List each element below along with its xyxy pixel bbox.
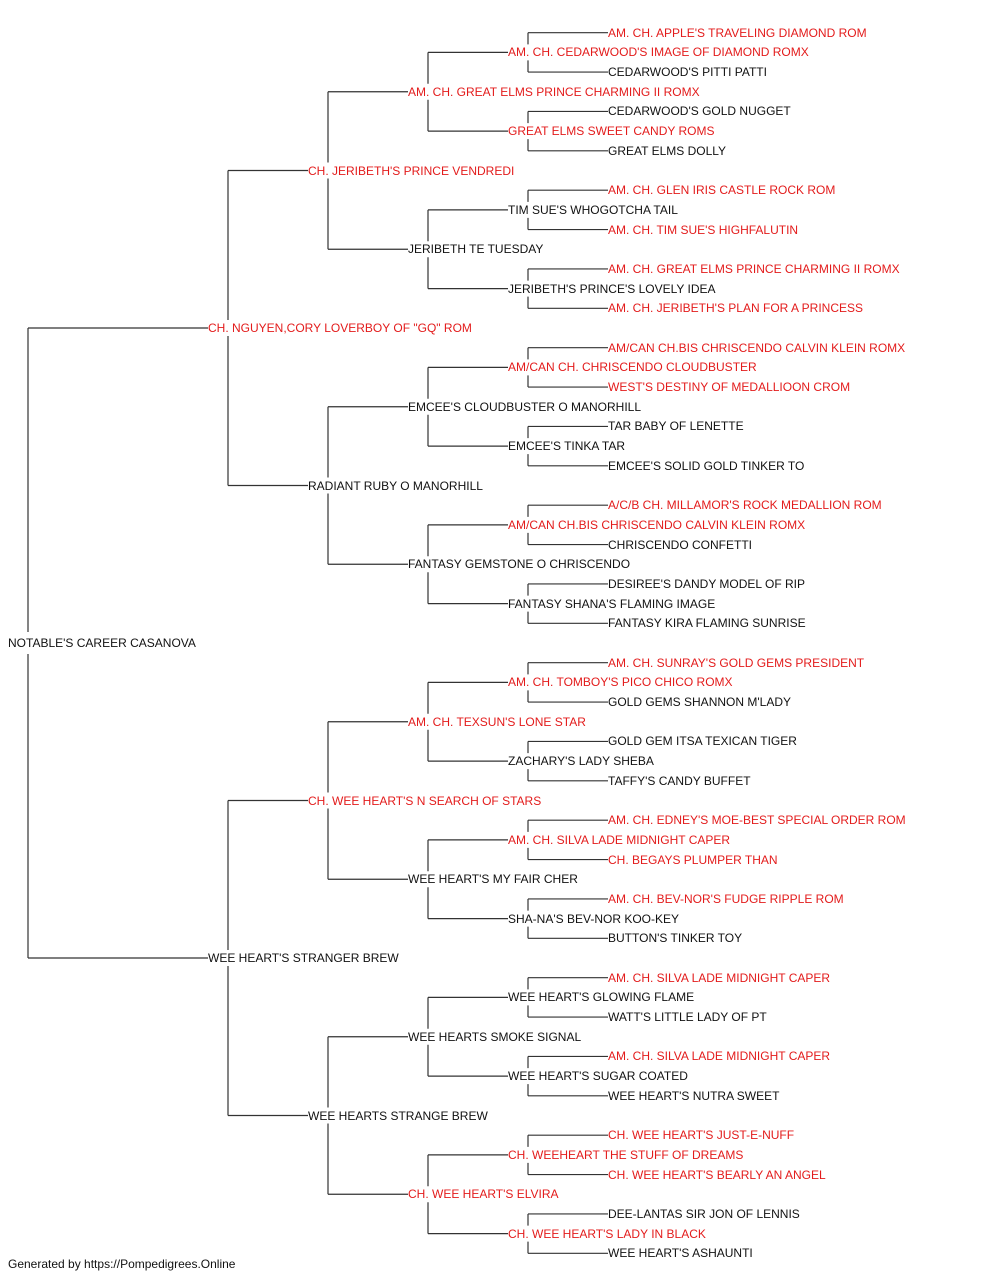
grandparent-name: WEE HEARTS STRANGE BREW [308,1108,488,1123]
ggg-grandparent-name: AM. CH. TIM SUE'S HIGHFALUTIN [608,222,799,237]
gg-grandparent-name: JERIBETH'S PRINCE'S LOVELY IDEA [508,281,716,296]
great-grandparent-name: WEE HEARTS SMOKE SIGNAL [408,1029,582,1044]
gg-grandparent-name: AM. CH. TOMBOY'S PICO CHICO ROMX [508,675,733,690]
ggg-grandparent-name: CH. WEE HEART'S JUST-E-NUFF [608,1128,795,1143]
gg-grandparent-name: FANTASY SHANA'S FLAMING IMAGE [508,596,716,611]
ggg-grandparent-name: WATT'S LITTLE LADY OF PT [608,1010,767,1025]
gg-grandparent-name: WEE HEART'S SUGAR COATED [508,1069,688,1084]
great-grandparent-name: WEE HEART'S MY FAIR CHER [408,872,578,887]
gg-grandparent-name: AM/CAN CH. CHRISCENDO CLOUDBUSTER [508,360,757,375]
grandparent-name: RADIANT RUBY O MANORHILL [308,478,483,493]
subject-name: NOTABLE'S CAREER CASANOVA [8,636,196,650]
great-grandparent-name: AM. CH. GREAT ELMS PRINCE CHARMING II RO… [408,84,700,99]
generated-by-footer: Generated by https://Pompedigrees.Online [8,1257,236,1271]
gg-grandparent-name: WEE HEART'S GLOWING FLAME [508,990,695,1005]
gg-grandparent-name: ZACHARY'S LADY SHEBA [508,754,654,769]
ggg-grandparent-name: CHRISCENDO CONFETTI [608,537,752,552]
ggg-grandparent-name: AM/CAN CH.BIS CHRISCENDO CALVIN KLEIN RO… [608,340,906,355]
gg-grandparent-name: TIM SUE'S WHOGOTCHA TAIL [508,202,678,217]
ggg-grandparent-name: CEDARWOOD'S PITTI PATTI [608,65,767,80]
ggg-grandparent-name: A/C/B CH. MILLAMOR'S ROCK MEDALLION ROM [608,498,882,513]
gg-grandparent-name: AM. CH. CEDARWOOD'S IMAGE OF DIAMOND ROM… [508,45,809,60]
parent-name: WEE HEART'S STRANGER BREW [208,951,399,965]
ggg-grandparent-name: AM. CH. BEV-NOR'S FUDGE RIPPLE ROM [608,891,844,906]
ggg-grandparent-name: GOLD GEMS SHANNON M'LADY [608,695,791,710]
ggg-grandparent-name: AM. CH. EDNEY'S MOE-BEST SPECIAL ORDER R… [608,813,906,828]
great-grandparent-name: JERIBETH TE TUESDAY [408,242,544,257]
ggg-grandparent-name: WEST'S DESTINY OF MEDALLIOON CROM [608,380,851,395]
grandparent-name: CH. WEE HEART'S N SEARCH OF STARS [308,793,542,808]
parent-name: CH. NGUYEN,CORY LOVERBOY OF "GQ" ROM [208,321,472,335]
ggg-grandparent-name: WEE HEART'S ASHAUNTI [608,1246,753,1261]
great-grandparent-name: CH. WEE HEART'S ELVIRA [408,1187,559,1202]
ggg-grandparent-name: FANTASY KIRA FLAMING SUNRISE [608,616,806,631]
great-grandparent-name: AM. CH. TEXSUN'S LONE STAR [408,714,586,729]
ggg-grandparent-name: DEE-LANTAS SIR JON OF LENNIS [608,1206,800,1221]
ggg-grandparent-name: AM. CH. SILVA LADE MIDNIGHT CAPER [608,970,831,985]
ggg-grandparent-name: AM. CH. SILVA LADE MIDNIGHT CAPER [608,1049,831,1064]
gg-grandparent-name: SHA-NA'S BEV-NOR KOO-KEY [508,911,679,926]
gg-grandparent-name: CH. WEE HEART'S LADY IN BLACK [508,1226,706,1241]
ggg-grandparent-name: DESIREE'S DANDY MODEL OF RIP [608,576,805,591]
gg-grandparent-name: AM/CAN CH.BIS CHRISCENDO CALVIN KLEIN RO… [508,517,806,532]
ggg-grandparent-name: GOLD GEM ITSA TEXICAN TIGER [608,734,797,749]
grandparent-name: CH. JERIBETH'S PRINCE VENDREDI [308,163,515,178]
ggg-grandparent-name: AM. CH. APPLE'S TRAVELING DIAMOND ROM [608,25,867,40]
ggg-grandparent-name: TAFFY'S CANDY BUFFET [608,773,751,788]
ggg-grandparent-name: CEDARWOOD'S GOLD NUGGET [608,104,791,119]
ggg-grandparent-name: TAR BABY OF LENETTE [608,419,744,434]
great-grandparent-name: FANTASY GEMSTONE O CHRISCENDO [408,557,631,572]
gg-grandparent-name: CH. WEEHEART THE STUFF OF DREAMS [508,1147,744,1162]
great-grandparent-name: EMCEE'S CLOUDBUSTER O MANORHILL [408,399,641,414]
gg-grandparent-name: GREAT ELMS SWEET CANDY ROMS [508,124,715,139]
ggg-grandparent-name: AM. CH. JERIBETH'S PLAN FOR A PRINCESS [608,301,864,316]
ggg-grandparent-name: EMCEE'S SOLID GOLD TINKER TO [608,458,805,473]
gg-grandparent-name: AM. CH. SILVA LADE MIDNIGHT CAPER [508,832,731,847]
ggg-grandparent-name: WEE HEART'S NUTRA SWEET [608,1088,780,1103]
ggg-grandparent-name: CH. WEE HEART'S BEARLY AN ANGEL [608,1167,826,1182]
ggg-grandparent-name: AM. CH. SUNRAY'S GOLD GEMS PRESIDENT [608,655,865,670]
ggg-grandparent-name: AM. CH. GLEN IRIS CASTLE ROCK ROM [608,183,836,198]
gg-grandparent-name: EMCEE'S TINKA TAR [508,439,625,454]
ggg-grandparent-name: GREAT ELMS DOLLY [608,143,727,158]
ggg-grandparent-name: BUTTON'S TINKER TOY [608,931,743,946]
ggg-grandparent-name: CH. BEGAYS PLUMPER THAN [608,852,778,867]
ggg-grandparent-name: AM. CH. GREAT ELMS PRINCE CHARMING II RO… [608,261,900,276]
